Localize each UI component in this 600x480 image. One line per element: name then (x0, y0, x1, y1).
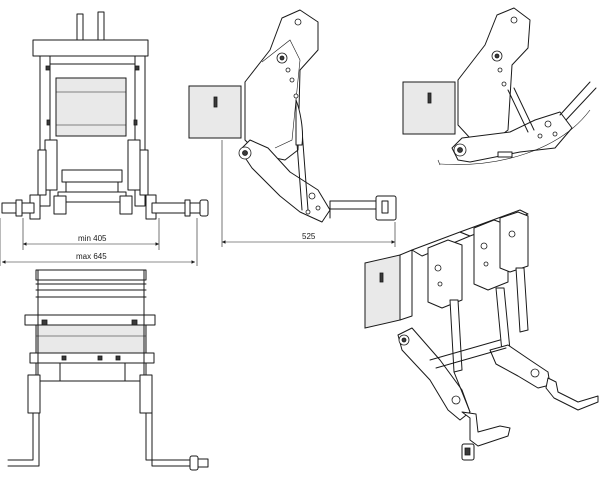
dimension-min-width: min 405 (22, 218, 160, 250)
depth-label: 525 (302, 232, 316, 241)
dimension-max-width: max 645 (0, 218, 198, 266)
dimension-depth: 525 (221, 140, 396, 247)
side-view (188, 9, 397, 223)
min-width-label: min 405 (78, 234, 107, 243)
max-width-label: max 645 (76, 252, 107, 261)
isometric-view (364, 209, 599, 461)
top-view (7, 269, 209, 471)
side-view-raised (402, 7, 597, 166)
front-view (1, 11, 209, 220)
